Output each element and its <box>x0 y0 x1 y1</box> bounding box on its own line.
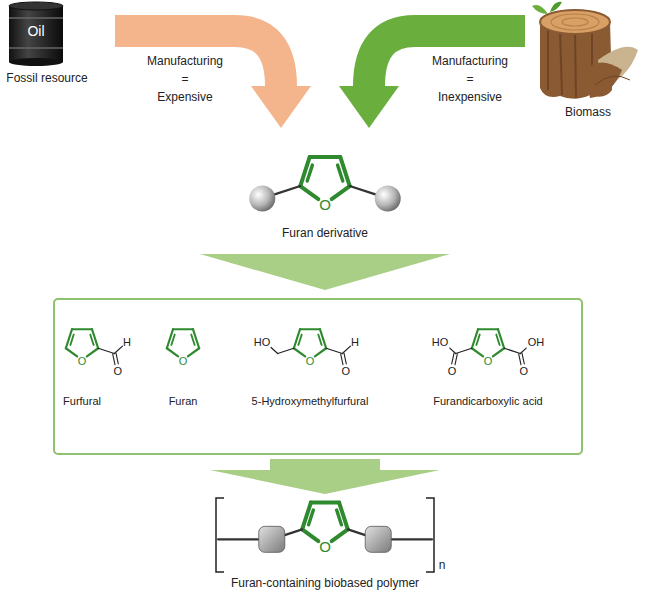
furan-ring <box>294 348 305 356</box>
furan-ring <box>493 348 504 356</box>
arrow-label: Manufacturing <box>432 55 508 68</box>
furan-ring <box>311 501 339 505</box>
bond-line <box>98 348 114 353</box>
bond-line <box>275 186 301 194</box>
furan-ring <box>496 335 499 345</box>
bond-line <box>326 348 342 353</box>
bond-line <box>452 353 454 364</box>
furan-ring <box>300 328 320 330</box>
source-label: Fossil resource <box>6 72 87 85</box>
bracket <box>426 498 434 572</box>
bond-line <box>455 354 457 365</box>
furan-ring <box>309 510 314 525</box>
bond-line <box>520 348 526 353</box>
furan-ring <box>87 348 98 356</box>
arrow-label: = <box>466 73 473 86</box>
bond-line <box>504 348 520 353</box>
furan-ring <box>66 348 77 356</box>
atom-label: O <box>342 365 351 377</box>
compound-name: Furan <box>169 395 198 407</box>
furan-ring <box>167 348 178 356</box>
barrel-label: Oil <box>27 24 44 39</box>
arrow-label: Manufacturing <box>147 55 223 68</box>
compound-name: Furfural <box>63 395 101 407</box>
bracket <box>216 498 224 572</box>
bond-line <box>342 346 350 353</box>
atom-label: O <box>179 355 188 367</box>
structure-caption: Furan-containing biobased polymer <box>231 577 419 590</box>
bond-line <box>341 354 343 365</box>
furan-ring <box>173 328 193 330</box>
atom-label: O <box>114 365 123 377</box>
atom-label: O <box>448 365 457 377</box>
bond-line <box>450 348 456 353</box>
bond-line <box>114 346 122 353</box>
atom-label: H <box>123 336 131 348</box>
atom-label: H <box>351 336 359 348</box>
biomass-stump <box>532 2 638 99</box>
furan-ring <box>332 529 348 541</box>
atom-label: OH <box>528 336 545 348</box>
arrow-label: Expensive <box>157 91 212 104</box>
bond-line <box>519 354 521 365</box>
substituent-ball <box>375 185 401 211</box>
compound-name: 5-Hydroxymethylfurfural <box>252 395 369 407</box>
furan-ring <box>302 529 318 541</box>
repeat-unit-block <box>259 526 285 552</box>
furan-ring <box>72 328 92 330</box>
furan-ring <box>338 165 343 181</box>
furan-ring <box>337 510 342 525</box>
bond-line <box>116 353 118 364</box>
atom-label: O <box>520 365 529 377</box>
furan-ring <box>70 335 73 345</box>
bond-line <box>344 353 346 364</box>
substituent-ball <box>249 185 275 211</box>
bond-line <box>456 348 472 353</box>
compound-panel: Furfural Furan 5-Hydroxymethylfurfural Fura… <box>53 298 583 455</box>
repeat-unit-block <box>365 526 391 552</box>
inexpensive-arrow <box>339 31 525 128</box>
furan-ring <box>310 155 341 159</box>
down-arrow <box>210 459 440 494</box>
expensive-arrow <box>115 31 311 128</box>
furan-ring <box>472 348 483 356</box>
atom-label: O <box>319 539 331 556</box>
furan-ring <box>188 348 199 356</box>
bond-line <box>271 348 278 354</box>
bond-line <box>278 348 294 353</box>
furan-ring <box>171 335 174 345</box>
furan-ring <box>298 335 301 345</box>
compound-name: Furandicarboxylic acid <box>433 395 542 407</box>
furan-ring <box>90 335 93 345</box>
oil-barrel <box>9 2 63 66</box>
furan-ring <box>478 328 498 330</box>
atom-label: HO <box>254 336 271 348</box>
atom-label: O <box>78 355 87 367</box>
bond-line <box>522 353 524 364</box>
bond-line <box>350 186 376 194</box>
repeat-count: n <box>439 559 446 572</box>
furan-ring <box>191 335 194 345</box>
structure-caption: Furan derivative <box>282 227 368 240</box>
furan-ring <box>315 348 326 356</box>
arrow-label: Inexpensive <box>438 91 502 104</box>
furan-ring <box>307 165 312 181</box>
atom-label: O <box>306 355 315 367</box>
atom-label: O <box>319 197 331 214</box>
down-arrow <box>200 254 450 290</box>
arrow-label: = <box>181 73 188 86</box>
atom-label: O <box>484 355 493 367</box>
furan-ring <box>300 186 318 199</box>
furan-ring <box>476 335 479 345</box>
furan-ring <box>318 335 321 345</box>
furan-ring <box>332 186 350 199</box>
bond-line <box>113 354 115 365</box>
atom-label: HO <box>432 336 449 348</box>
source-label: Biomass <box>565 106 611 119</box>
